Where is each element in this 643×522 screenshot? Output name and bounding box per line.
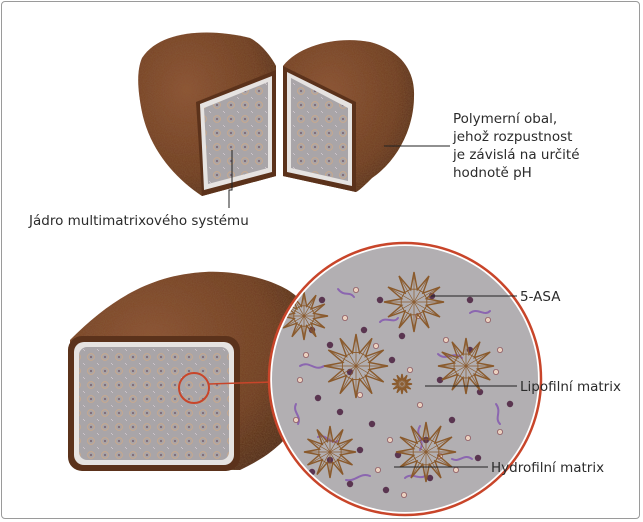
hydrophilic-particle: [318, 296, 326, 304]
label-coating-line-1: Polymerní obal,: [453, 111, 558, 127]
5-asa-crystal: [437, 337, 495, 395]
lipophilic-particle: [386, 436, 393, 443]
5-asa-crystal: [383, 271, 445, 333]
label-core: Jádro multimatrixového systému: [29, 213, 249, 229]
tablet-bottom: [68, 271, 300, 471]
lipophilic-particle: [484, 316, 491, 323]
hydrophilic-particle: [356, 446, 364, 454]
lipophilic-particle: [492, 368, 499, 375]
hydrophilic-particle: [394, 451, 402, 459]
lipophilic-particle: [296, 376, 303, 383]
hydrophilic-particle: [382, 486, 390, 494]
5-asa-crystal: [303, 425, 357, 479]
hydrophilic-particle: [368, 420, 376, 428]
hydrophilic-particle: [326, 341, 334, 349]
label-coating: Polymerní obal, jehož rozpustnost je záv…: [453, 110, 580, 182]
lipophilic-particle: [406, 366, 413, 373]
lipophilic-particle: [356, 391, 363, 398]
lipophilic-particle: [464, 434, 471, 441]
hydrophilic-particle: [346, 480, 354, 488]
hydrophilic-particle: [448, 416, 456, 424]
lipophilic-particle: [442, 336, 449, 343]
hydrophilic-particle: [426, 474, 434, 482]
lipophilic-particle: [341, 314, 348, 321]
lipophilic-particle: [372, 342, 379, 349]
label-coating-line-4: hodnotě pH: [453, 165, 532, 181]
hydrophilic-particle: [398, 332, 406, 340]
core-cross-section-bottom: [79, 347, 229, 460]
lipophilic-particle: [496, 346, 503, 353]
lipophilic-particle: [496, 428, 503, 435]
lipophilic-particle: [374, 466, 381, 473]
hydrophilic-particle: [506, 400, 514, 408]
label-coating-line-2: jehož rozpustnost: [453, 129, 573, 145]
hydrophilic-particle: [314, 394, 322, 402]
hydrophilic-particle: [388, 356, 396, 364]
hydrophilic-particle: [474, 454, 482, 462]
magnify-source-ring: [178, 372, 210, 404]
tablet-left-half: [138, 32, 276, 196]
lipophilic-particle: [302, 351, 309, 358]
lipophilic-particle: [452, 466, 459, 473]
5-asa-crystal: [395, 421, 457, 483]
hydrophilic-particle: [466, 296, 474, 304]
lipophilic-particle: [292, 416, 299, 423]
hydrophilic-particle: [336, 408, 344, 416]
label-5-asa: 5-ASA: [520, 289, 561, 305]
magnify-connector: [208, 381, 273, 385]
5-asa-crystal: [391, 373, 413, 395]
tablet-right-half: [283, 40, 415, 192]
leader-core: [228, 150, 233, 208]
hydrophilic-particle: [360, 326, 368, 334]
hydrophilic-particle: [476, 388, 484, 396]
lipophilic-particle: [400, 491, 407, 498]
label-hydrophilic-matrix: Hydrofilní matrix: [491, 460, 605, 476]
hydrophilic-particle: [436, 376, 444, 384]
lipophilic-particle: [352, 286, 359, 293]
lipophilic-particle: [416, 401, 423, 408]
label-lipophilic-matrix: Lipofilní matrix: [520, 379, 621, 395]
leader-lines: [228, 145, 517, 468]
label-coating-line-3: je závislá na určité: [453, 147, 580, 163]
hydrophilic-particle: [376, 296, 384, 304]
5-asa-crystal: [323, 333, 389, 399]
